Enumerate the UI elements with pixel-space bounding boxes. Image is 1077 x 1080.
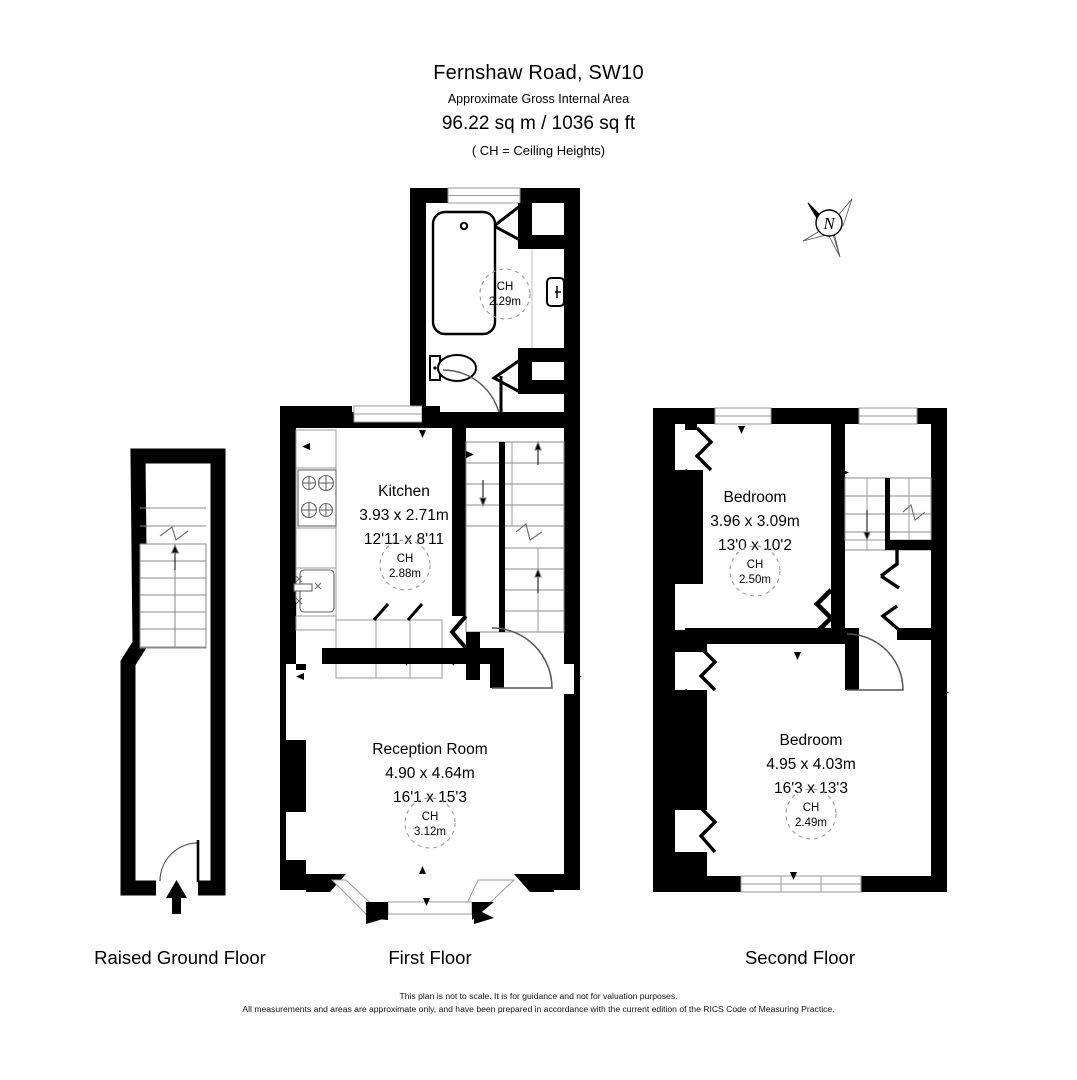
room-label-reception: Reception Room 4.90 x 4.64m 16'1 x 15'3 … — [372, 741, 488, 849]
bed2-door-swing — [846, 633, 904, 691]
room-label-bedroom2: Bedroom 4.95 x 4.03m 16'3 x 13'3 CH 2.49… — [766, 732, 856, 840]
bed2-alcove-zigzag-top — [698, 646, 718, 692]
floor-label-first: First Floor — [388, 947, 472, 968]
ch-badge-bedroom1: CH 2.50m — [729, 545, 781, 597]
cupboard-door-b — [406, 603, 424, 621]
bedroom2-imperial: 16'3 x 13'3 — [774, 780, 848, 797]
first-floor-body: Kitchen 3.93 x 2.71m 12'11 x 8'11 CH 2.8… — [280, 405, 582, 924]
bathroom-wall-left — [410, 188, 426, 426]
reception-name: Reception Room — [372, 741, 487, 758]
floor-label-second: Second Floor — [744, 947, 856, 968]
bathroom-door-leaf — [493, 206, 522, 243]
toilet-fixture — [429, 354, 477, 382]
bed1-alcove-zigzag — [694, 426, 714, 472]
wall-right — [564, 412, 580, 890]
partition-upper-2 — [518, 235, 566, 249]
hob-icon — [297, 469, 337, 527]
sink-icon — [293, 569, 335, 613]
bath-fixture — [431, 210, 497, 336]
bedroom1-name: Bedroom — [724, 489, 787, 506]
ch-value: 2.29m — [489, 296, 521, 308]
staircase-second — [844, 477, 932, 551]
gross-internal-area: 96.22 sq m / 1036 sq ft — [441, 112, 636, 134]
plan-second-floor[interactable]: Bedroom 3.96 x 3.09m 13'0 x 10'2 CH 2.50… — [645, 400, 955, 900]
ch-label: CH — [397, 553, 414, 565]
ch-label: CH — [803, 802, 820, 814]
ch-value: 3.12m — [414, 826, 446, 838]
compass-rose: N — [788, 185, 872, 265]
area-subtitle: Approximate Gross Internal Area — [447, 92, 630, 106]
plan-footer: This plan is not to scale. It is for gui… — [0, 990, 1077, 1017]
ch-label: CH — [747, 559, 764, 571]
ch-badge-kitchen: CH 2.88m — [379, 539, 431, 591]
stair-spine — [499, 442, 505, 632]
bay-window-arrow — [423, 898, 430, 906]
bed2-alcove-zigzag-bottom — [698, 806, 718, 854]
plan-first-floor[interactable]: CH 2.29m — [270, 180, 610, 930]
wall-bed1-bed2 — [653, 628, 859, 644]
ch-value: 2.50m — [739, 574, 771, 586]
bedroom2-metric: 4.95 x 4.03m — [766, 756, 856, 773]
opening-zigzag — [449, 614, 469, 666]
reception-door-jamb — [490, 648, 504, 688]
basin-fixture — [546, 277, 565, 307]
footer-line-1: This plan is not to scale. It is for gui… — [399, 991, 678, 1001]
ch-label: CH — [422, 811, 439, 823]
front-door-swing — [159, 842, 199, 882]
ch-badge-reception: CH 3.12m — [404, 797, 456, 849]
cupboard-door-a — [372, 603, 390, 621]
bathroom[interactable]: CH 2.29m — [410, 187, 580, 427]
reception-imperial: 16'1 x 15'3 — [393, 789, 467, 806]
bathroom-wall-right — [564, 188, 580, 426]
kitchen-imperial: 12'11 x 8'11 — [364, 531, 444, 548]
ch-value: 2.88m — [389, 568, 421, 580]
staircase — [139, 507, 207, 649]
wall-right — [931, 408, 947, 892]
kitchen-metric: 3.93 x 2.71m — [359, 507, 449, 524]
wc-door-leaf — [491, 357, 522, 394]
ch-badge-bedroom2: CH 2.49m — [785, 788, 837, 840]
door-landing-b — [880, 604, 901, 632]
footer-line-2: All measurements and areas are approxima… — [242, 1004, 835, 1015]
stair-break-symbol — [515, 523, 543, 541]
compass-north-label: N — [822, 214, 836, 233]
wall-kitchen-stair — [452, 412, 466, 602]
plan-raised-ground-floor[interactable] — [118, 448, 238, 914]
bedroom1-metric: 3.96 x 3.09m — [710, 513, 800, 530]
bed1-opening-zigzag — [813, 588, 835, 632]
wall-bed1-landing — [831, 424, 845, 640]
ceiling-height-note: ( CH = Ceiling Heights) — [471, 142, 606, 158]
ch-label: CH — [497, 281, 514, 293]
stair-break-symbol — [902, 504, 926, 521]
staircase-first — [465, 440, 565, 633]
compass-circle — [815, 209, 843, 237]
reception-metric: 4.90 x 4.64m — [385, 765, 475, 782]
room-label-kitchen: Kitchen 3.93 x 2.71m 12'11 x 8'11 CH 2.8… — [359, 483, 449, 591]
stair-break-symbol — [159, 526, 189, 541]
direction-arrows — [679, 426, 949, 880]
reception-door-swing — [491, 627, 553, 689]
bedroom1-imperial: 13'0 x 10'2 — [718, 537, 792, 554]
door-landing-a — [879, 546, 899, 578]
entry-arrow — [166, 880, 187, 914]
room-label-bedroom1: Bedroom 3.96 x 3.09m 13'0 x 10'2 CH 2.50… — [710, 489, 800, 597]
wall-left — [653, 408, 669, 892]
plan-header: Fernshaw Road, SW10 Approximate Gross In… — [0, 0, 1077, 158]
wall-reception-top — [280, 648, 490, 664]
page-title: Fernshaw Road, SW10 — [433, 62, 644, 84]
floor-label-raised-ground: Raised Ground Floor — [94, 947, 266, 968]
bedroom2-name: Bedroom — [780, 732, 843, 749]
direction-arrows — [296, 430, 582, 874]
reception-opening-left — [296, 648, 322, 664]
bed2-door-jamb — [845, 644, 859, 690]
bay-window — [306, 874, 554, 924]
kitchen-name: Kitchen — [378, 483, 430, 500]
ch-value: 2.49m — [795, 817, 827, 829]
ch-badge-bathroom: CH 2.29m — [479, 268, 531, 320]
